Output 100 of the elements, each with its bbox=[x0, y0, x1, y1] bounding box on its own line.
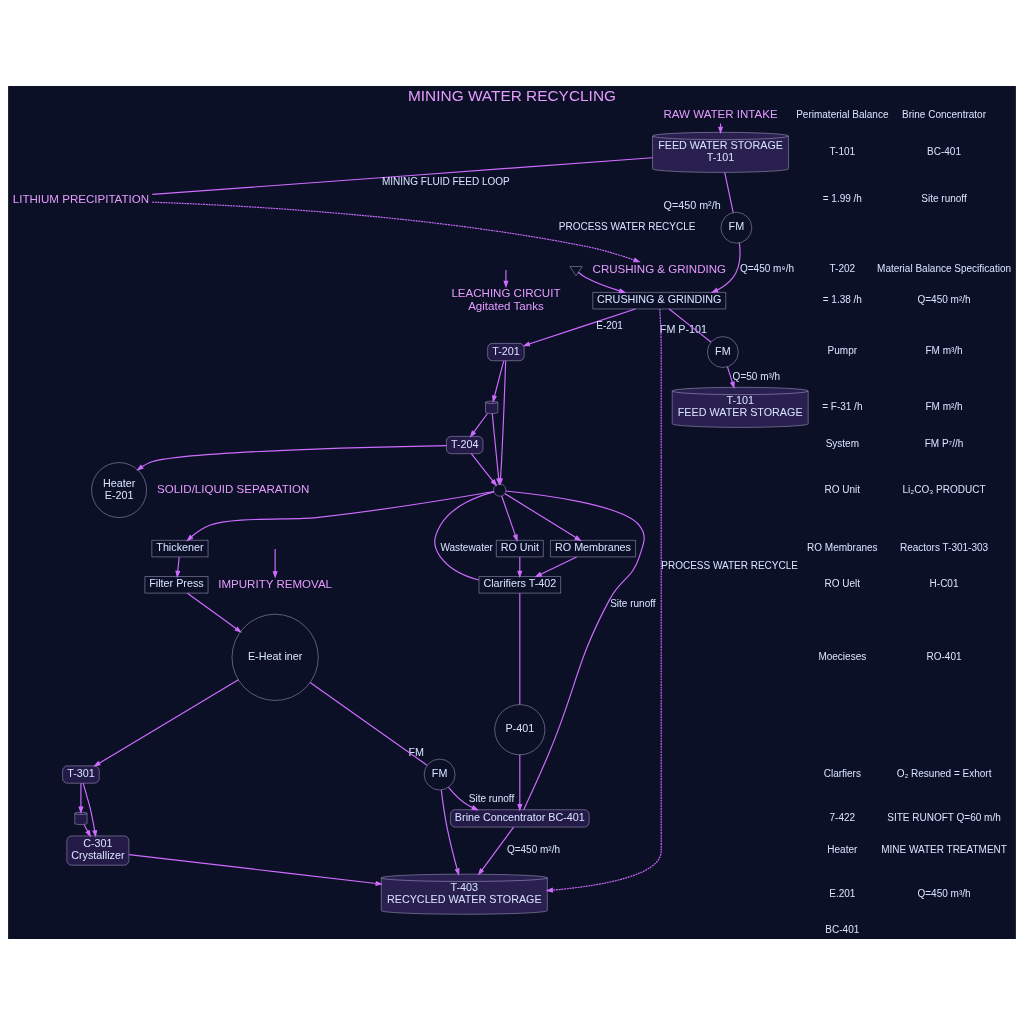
arrow bbox=[440, 788, 460, 876]
label: T-101 bbox=[829, 145, 856, 157]
edge-label: E-201 bbox=[596, 319, 623, 331]
arrow bbox=[503, 269, 509, 288]
node-box: RO Membranes bbox=[550, 539, 636, 557]
node-circle: FM bbox=[707, 335, 739, 368]
node-box: Brine Concentrator BC-401 bbox=[450, 809, 590, 827]
diagram-title: MINING WATER RECYCLING bbox=[408, 86, 616, 104]
label: FM P⁷//h bbox=[924, 437, 964, 449]
label: Brine Concentrator bbox=[902, 108, 987, 120]
arrow bbox=[726, 365, 735, 389]
node-box: Filter Press bbox=[144, 575, 209, 593]
label: O₂ Resuned = Exhort bbox=[896, 767, 992, 779]
arrow bbox=[186, 592, 242, 633]
arrow bbox=[128, 853, 383, 886]
label: Pumpr bbox=[827, 344, 858, 356]
label: = 1.99 /h bbox=[822, 192, 862, 204]
arrow bbox=[470, 452, 498, 486]
connector bbox=[505, 489, 645, 810]
label: Q=450 m²/h bbox=[917, 293, 971, 305]
node-text: SOLID/LIQUID SEPARATION bbox=[156, 482, 310, 495]
node-box: C-301 Crystallizer bbox=[66, 835, 130, 865]
arrow bbox=[534, 555, 578, 577]
arrow bbox=[504, 492, 582, 541]
node-text: RAW WATER INTAKE bbox=[663, 107, 778, 120]
label: E.201 bbox=[829, 887, 856, 899]
label: BC-401 bbox=[927, 145, 961, 157]
arrow bbox=[517, 753, 523, 811]
node-box: CRUSHING & GRINDING bbox=[592, 291, 726, 309]
arrow bbox=[151, 201, 641, 262]
label: = F-31 /h bbox=[822, 400, 863, 412]
arrow bbox=[175, 555, 181, 578]
node-box: Thickener bbox=[151, 539, 209, 557]
edge-label: PROCESS WATER RECYCLE bbox=[558, 220, 696, 232]
arrow bbox=[522, 307, 636, 346]
node-text: IMPURITY REMOVAL bbox=[218, 577, 333, 590]
label: Reactors T-301-303 bbox=[899, 541, 989, 553]
arrow bbox=[492, 359, 505, 403]
label: = 1.38 /h bbox=[822, 293, 862, 305]
arrow bbox=[93, 678, 239, 767]
edge-label: Site runoff bbox=[468, 792, 515, 804]
node-label: FM bbox=[408, 745, 424, 758]
label: T-202 bbox=[829, 262, 856, 274]
connector bbox=[724, 171, 734, 213]
label: RO Unit bbox=[824, 482, 861, 494]
arrow bbox=[272, 547, 278, 579]
label: Li₂CO₃ PRODUCT bbox=[902, 482, 986, 494]
label: BC-401 bbox=[825, 923, 860, 935]
node-circle: FM bbox=[720, 211, 752, 243]
edge-label: Q=450 m⁹/h bbox=[739, 262, 795, 274]
label: Heater bbox=[827, 843, 858, 855]
node-box: T-201 bbox=[487, 342, 525, 361]
label: FM m³/h bbox=[925, 344, 963, 356]
label: Perimaterial Balance bbox=[796, 108, 889, 120]
label: Clarfiers bbox=[823, 767, 861, 779]
arrow bbox=[545, 308, 662, 893]
node-circle: P-401 bbox=[494, 703, 546, 755]
connector bbox=[309, 681, 428, 766]
arrow bbox=[82, 782, 98, 838]
connector bbox=[434, 490, 495, 581]
label: RO Membranes bbox=[807, 541, 878, 553]
arrow bbox=[711, 241, 741, 293]
label: FM m²/h bbox=[925, 400, 963, 412]
arrow bbox=[78, 782, 84, 814]
node-label: Q=450 m²/h bbox=[663, 198, 721, 211]
arrow bbox=[501, 494, 518, 542]
node-box: RO Unit bbox=[496, 539, 544, 557]
arrow bbox=[447, 786, 479, 810]
arrow bbox=[477, 826, 515, 875]
edge-label: MINING FLUID FEED LOOP bbox=[381, 175, 510, 187]
label: H-C01 bbox=[929, 577, 959, 589]
arrow bbox=[83, 823, 91, 837]
label: Material Balance Specification bbox=[877, 262, 1012, 274]
label: SITE RUNOFT Q=60 m/h bbox=[887, 811, 1001, 823]
label: Site runoff bbox=[921, 192, 967, 204]
label: MINE WATER TREATMENT bbox=[881, 843, 1007, 855]
node-box: Clarifiers T-402 bbox=[478, 575, 561, 593]
arrow bbox=[186, 490, 495, 541]
arrow bbox=[136, 444, 447, 471]
arrow bbox=[577, 271, 627, 293]
edge-label: Wastewater bbox=[440, 541, 493, 553]
node-box: T-204 bbox=[446, 435, 484, 454]
label: 7-422 bbox=[829, 811, 856, 823]
label: RO Uelt bbox=[824, 577, 861, 589]
connector bbox=[519, 592, 521, 705]
edge-label: Q=450 m²/h bbox=[506, 843, 561, 855]
node-text: CRUSHING & GRINDING bbox=[592, 262, 727, 275]
node-circle: FM bbox=[424, 758, 456, 790]
label: System bbox=[825, 437, 859, 449]
edge-label: Q=50 m³/h bbox=[732, 370, 781, 382]
arrow bbox=[469, 412, 489, 438]
node-text: LEACHING CIRCUIT Agitated Tanks bbox=[451, 286, 561, 312]
node-valve bbox=[569, 265, 583, 276]
label: RO-401 bbox=[926, 650, 962, 662]
node-box: T-301 bbox=[62, 765, 100, 783]
connector bbox=[151, 156, 653, 195]
node-text: LITHIUM PRECIPITATION bbox=[12, 192, 150, 205]
label: Q=450 m³/h bbox=[917, 887, 971, 899]
edge-label: PROCESS WATER RECYCLE bbox=[661, 559, 798, 571]
edge-label: Site runoff bbox=[610, 597, 656, 609]
